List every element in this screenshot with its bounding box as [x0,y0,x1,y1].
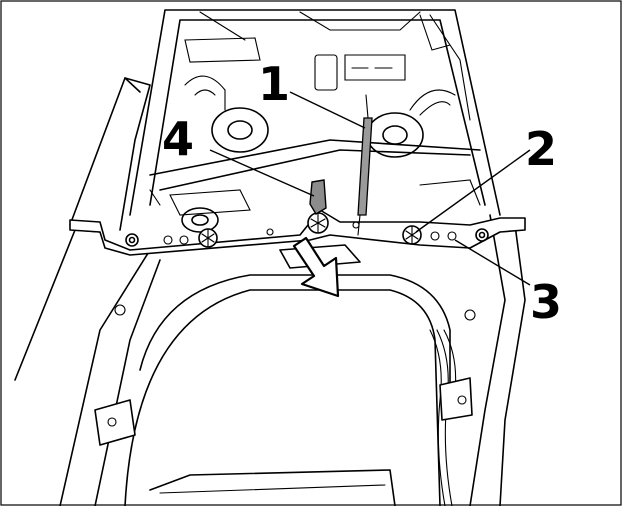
leader-line-1 [289,91,366,129]
leader-line-3 [454,239,531,286]
screw-left [198,228,218,248]
screw-center [307,212,329,234]
leader-line-4 [209,149,315,197]
callout-2: 2 [525,122,557,176]
callout-4: 4 [162,112,194,166]
callout-3: 3 [530,275,562,329]
callout-1: 1 [258,57,290,111]
motorcycle-frame [14,9,526,506]
seat-lock-lever [309,179,327,215]
leader-line-2 [415,149,531,233]
removal-direction-arrow [292,236,340,298]
seat-lock-cable-rod [357,94,373,236]
screw-right [402,225,422,245]
